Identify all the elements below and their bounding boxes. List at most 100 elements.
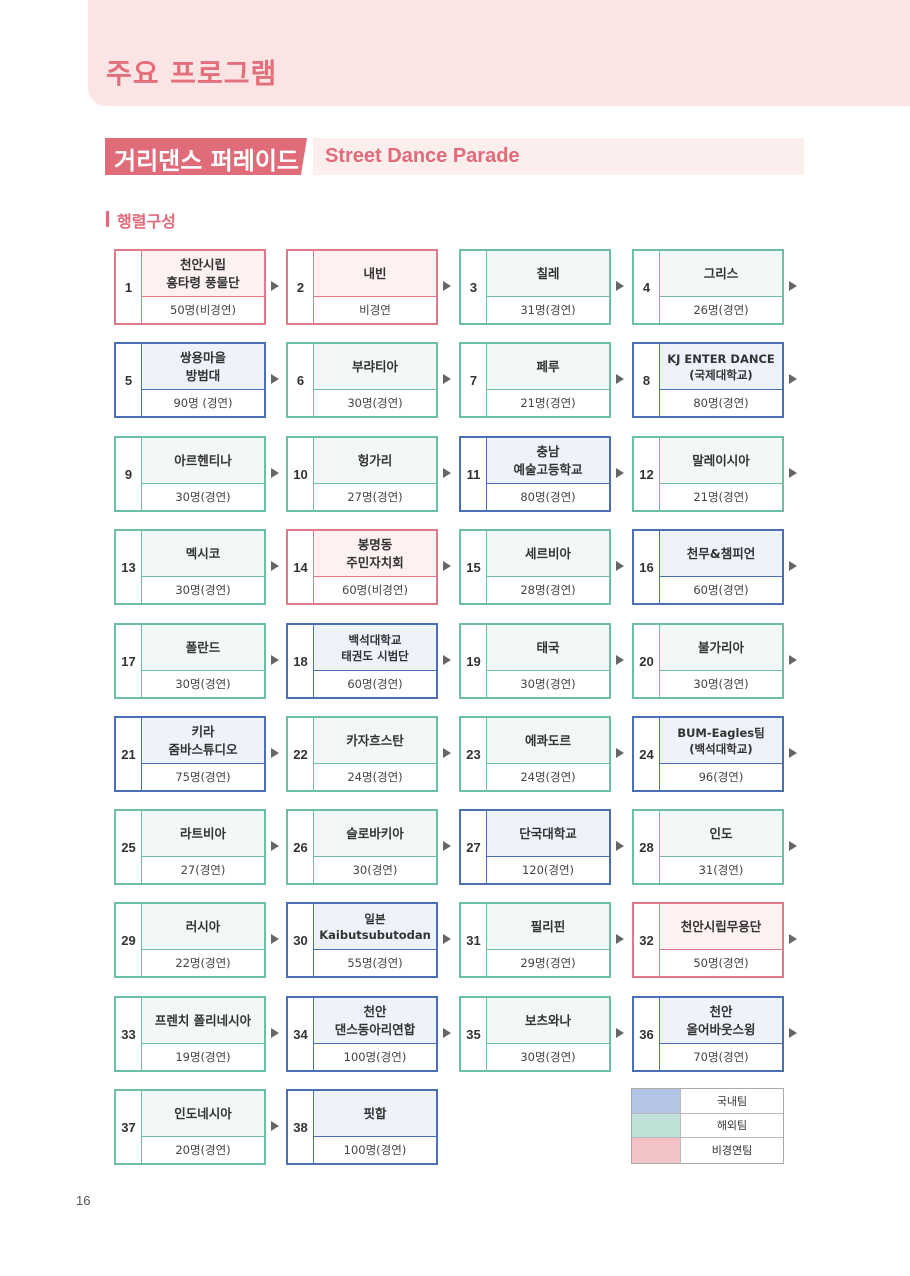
legend-swatch <box>632 1113 681 1138</box>
team-member-count: 50명(비경연) <box>141 297 264 323</box>
team-number: 21 <box>121 746 136 762</box>
team-member-count: 21명(경연) <box>486 390 609 416</box>
next-arrow-icon <box>271 748 279 758</box>
team-number: 14 <box>293 559 308 575</box>
next-arrow-icon <box>616 841 624 851</box>
team-card: 8 KJ ENTER DANCE (국제대학교)80명(경연) <box>632 342 784 418</box>
team-name: 키라 줌바스튜디오 <box>141 718 264 764</box>
team-number: 24 <box>639 746 654 762</box>
subsection-title: 행렬구성 <box>117 212 176 231</box>
team-member-count: 26명(경연) <box>659 297 782 323</box>
page-title: 주요 프로그램 <box>106 57 278 90</box>
next-arrow-icon <box>616 748 624 758</box>
team-name: 천안 올어바웃스윙 <box>659 998 782 1044</box>
team-name: 아르헨티나 <box>141 438 264 484</box>
legend-item: 국내팀 <box>632 1089 783 1114</box>
team-number: 13 <box>121 559 136 575</box>
next-arrow-icon <box>616 561 624 571</box>
team-name: 천안시립무용단 <box>659 904 782 950</box>
team-name: 멕시코 <box>141 531 264 577</box>
team-number: 18 <box>293 653 308 669</box>
team-name: 인도 <box>659 811 782 857</box>
team-member-count: 28명(경연) <box>486 577 609 603</box>
team-member-count: 30명(경연) <box>659 671 782 697</box>
team-number: 5 <box>124 372 133 388</box>
next-arrow-icon <box>271 1028 279 1038</box>
team-number: 26 <box>293 839 308 855</box>
team-member-count: 27명(경연) <box>313 484 436 510</box>
next-arrow-icon <box>271 374 279 384</box>
next-arrow-icon <box>616 468 624 478</box>
team-name: 태국 <box>486 625 609 671</box>
team-member-count: 20명(경연) <box>141 1137 264 1163</box>
team-member-count: 30명(경연) <box>141 671 264 697</box>
team-name: 그리스 <box>659 251 782 297</box>
team-number: 33 <box>121 1026 136 1042</box>
team-name: 슬로바키아 <box>313 811 436 857</box>
team-member-count: 96(경연) <box>659 764 782 790</box>
team-name: BUM-Eagles팀 (백석대학교) <box>659 718 782 764</box>
team-number: 37 <box>121 1119 136 1135</box>
section-english-bar <box>313 138 804 175</box>
team-member-count: 55명(경연) <box>313 950 436 976</box>
team-name: 천안시립 흥타령 풍물단 <box>141 251 264 297</box>
team-member-count: 19명(경연) <box>141 1044 264 1070</box>
team-number: 23 <box>466 746 481 762</box>
team-member-count: 60명(경연) <box>659 577 782 603</box>
legend-item: 비경연팀 <box>632 1138 783 1163</box>
team-member-count: 24명(경연) <box>313 764 436 790</box>
next-arrow-icon <box>789 281 797 291</box>
team-name: 필리핀 <box>486 904 609 950</box>
team-name: 천무&챔피언 <box>659 531 782 577</box>
next-arrow-icon <box>789 748 797 758</box>
legend-label: 비경연팀 <box>711 1144 753 1158</box>
next-arrow-icon <box>789 374 797 384</box>
team-name: 백석대학교 태권도 시범단 <box>313 625 436 671</box>
team-name: KJ ENTER DANCE (국제대학교) <box>659 344 782 390</box>
team-member-count: 80명(경연) <box>659 390 782 416</box>
next-arrow-icon <box>789 1028 797 1038</box>
team-name: 봉명동 주민자치회 <box>313 531 436 577</box>
team-member-count: 30명(경연) <box>486 671 609 697</box>
team-number: 8 <box>642 372 651 388</box>
team-name: 카자흐스탄 <box>313 718 436 764</box>
team-number: 9 <box>124 466 133 482</box>
team-name: 폴란드 <box>141 625 264 671</box>
team-member-count: 30명(경연) <box>141 577 264 603</box>
next-arrow-icon <box>271 1121 279 1131</box>
team-number: 4 <box>642 279 651 295</box>
team-number: 22 <box>293 746 308 762</box>
team-member-count: 100명(경연) <box>313 1044 436 1070</box>
next-arrow-icon <box>789 934 797 944</box>
team-number: 36 <box>639 1026 654 1042</box>
next-arrow-icon <box>271 841 279 851</box>
team-name: 보츠와나 <box>486 998 609 1044</box>
next-arrow-icon <box>616 655 624 665</box>
next-arrow-icon <box>443 841 451 851</box>
team-member-count: 21명(경연) <box>659 484 782 510</box>
team-name: 프렌치 폴리네시아 <box>141 998 264 1044</box>
next-arrow-icon <box>271 468 279 478</box>
team-number: 16 <box>639 559 654 575</box>
team-member-count: 50명(경연) <box>659 950 782 976</box>
next-arrow-icon <box>271 934 279 944</box>
